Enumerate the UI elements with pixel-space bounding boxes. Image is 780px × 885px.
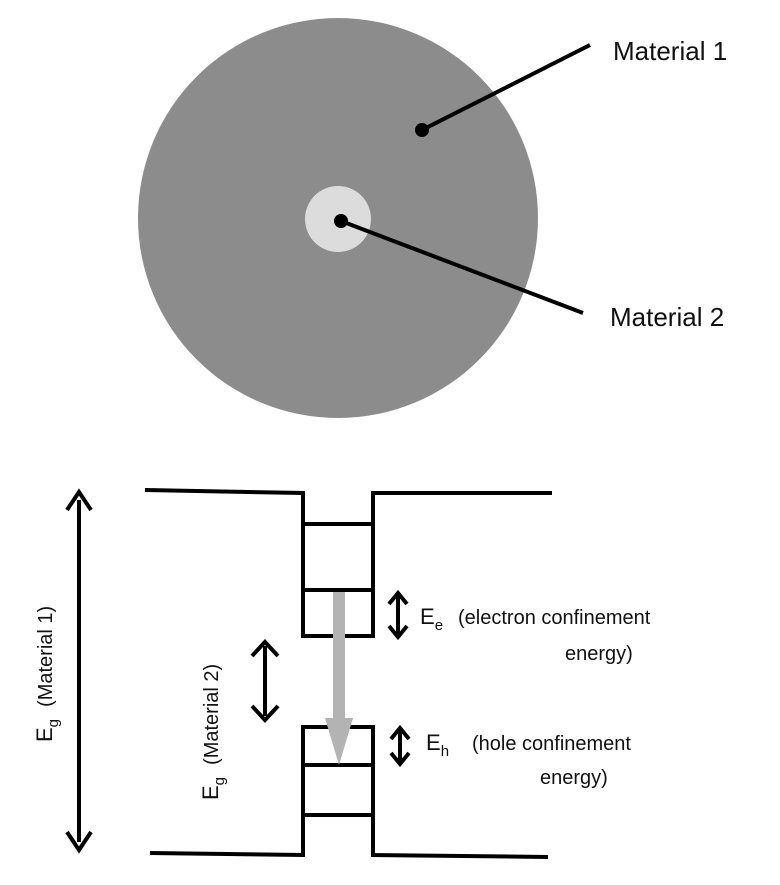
leader-line-material-1: [421, 43, 591, 132]
leader-line-material-2: [340, 219, 584, 315]
core-shell-particle: Material 1 Material 2: [138, 18, 727, 418]
leader-dot-material-1: [415, 123, 429, 137]
eg-material-2-arrow: [250, 639, 280, 723]
ee-description-line-2: energy): [565, 643, 633, 665]
eg-material-2-label: Eg(Material 2): [198, 664, 228, 800]
svg-text:Eh: Eh: [426, 730, 449, 760]
ee-arrow: [387, 589, 409, 641]
eh-arrow: [389, 724, 411, 768]
label-material-1: Material 1: [613, 36, 727, 66]
optical-transition-arrow: [325, 592, 353, 765]
svg-text:Ee: Ee: [420, 604, 443, 634]
eg-material-1-arrow: [65, 488, 93, 854]
label-material-2: Material 2: [610, 302, 724, 332]
leader-dot-material-2: [334, 214, 348, 228]
eg-material-1-label: Eg(Material 1): [32, 606, 62, 742]
eh-label: Eh (hole confinement energy): [426, 730, 631, 789]
svg-text:Eg(Material 2): Eg(Material 2): [198, 664, 228, 800]
ee-description-line-1: (electron confinement: [458, 607, 651, 629]
ee-label: Ee (electron confinement energy): [420, 604, 651, 665]
eh-description-line-1: (hole confinement: [472, 733, 631, 755]
eh-description-line-2: energy): [540, 767, 608, 789]
svg-text:Eg(Material 1): Eg(Material 1): [32, 606, 62, 742]
